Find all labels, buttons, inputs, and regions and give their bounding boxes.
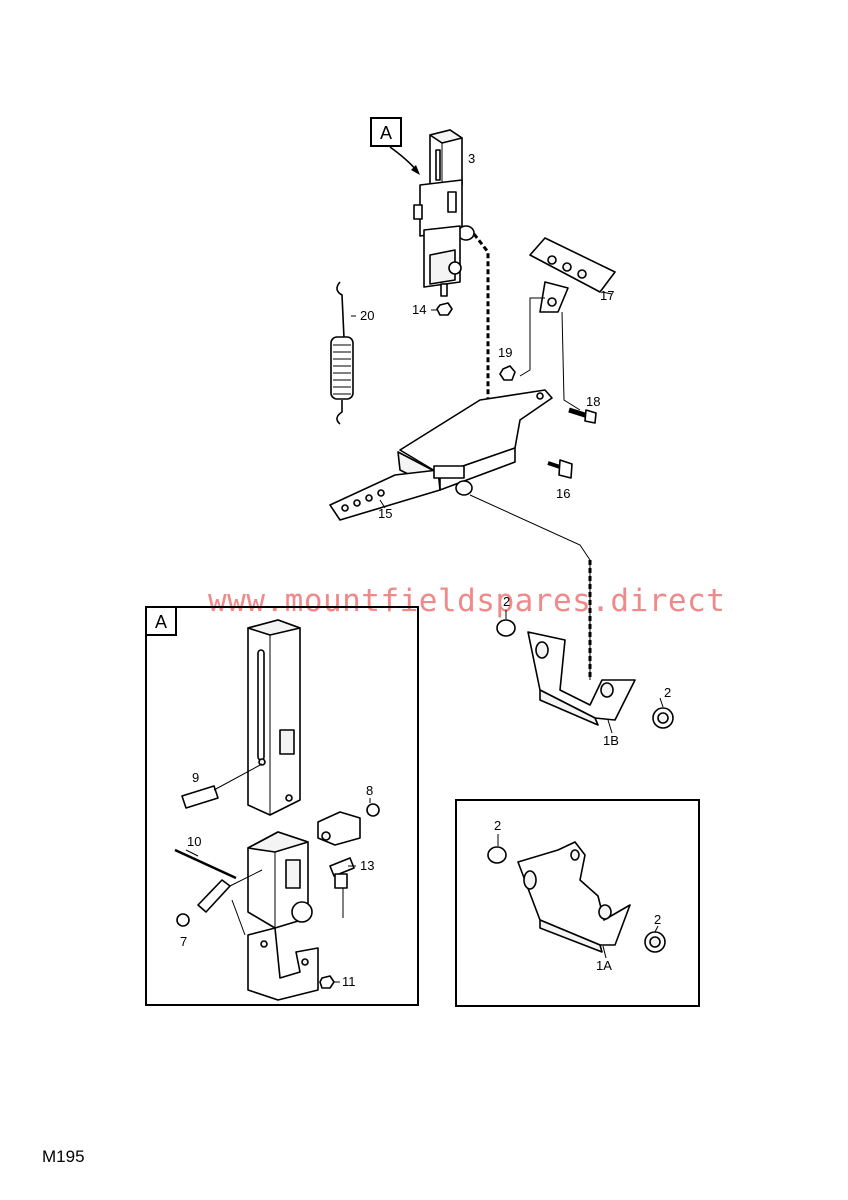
callout-7: 7 [180, 934, 187, 949]
callout-8: 8 [366, 783, 373, 798]
callout-18: 18 [586, 394, 600, 409]
inset-detail-a: A 9 8 10 7 [145, 606, 419, 1006]
part-17-foot-pedal: 17 [529, 237, 616, 313]
callout-16: 16 [556, 486, 570, 501]
part-16-bolt: 16 [547, 459, 573, 501]
callout-2-right: 2 [664, 685, 671, 700]
watermark: www.mountfieldspares.direct [208, 583, 725, 619]
callout-1a: 1A [596, 958, 612, 973]
detail-tag-a-inset-label: A [155, 612, 167, 632]
part-18-bolt: 18 [568, 394, 600, 424]
part-3-height-tube: 3 [413, 129, 475, 297]
part-1b-bracket: 2 2 1B [496, 594, 674, 748]
inset-bracket-1a: 2 2 1A [455, 799, 700, 1007]
callout-17: 17 [600, 288, 614, 303]
callout-13: 13 [360, 858, 374, 873]
part-14-nut: 14 [412, 302, 453, 317]
callout-3: 3 [468, 151, 475, 166]
page-code: M195 [42, 1147, 85, 1166]
callout-14: 14 [412, 302, 426, 317]
callout-2-inset-right: 2 [654, 912, 661, 927]
callout-11: 11 [342, 974, 356, 989]
callout-2-upper: 2 [503, 594, 510, 609]
part-15-pedal-arm: 15 [329, 389, 553, 521]
detail-tag-a-top: A [370, 117, 420, 175]
callout-15: 15 [378, 506, 392, 521]
detail-tag-a-top-label: A [380, 123, 392, 143]
part-20-return-spring: 20 [330, 281, 374, 425]
callout-19: 19 [498, 345, 512, 360]
callout-2-inset-upper: 2 [494, 818, 501, 833]
callout-10: 10 [187, 834, 201, 849]
callout-20: 20 [360, 308, 374, 323]
callout-9: 9 [192, 770, 199, 785]
callout-1b: 1B [603, 733, 619, 748]
part-19-nut: 19 [498, 345, 516, 381]
